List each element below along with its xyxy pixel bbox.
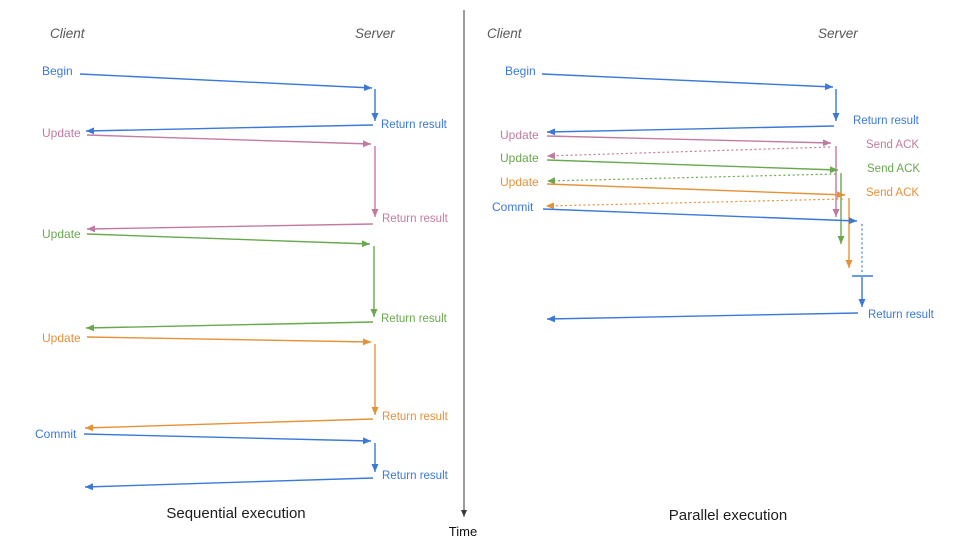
server-header: Server [818, 26, 858, 41]
message-commit: Commit Return result [35, 427, 449, 491]
response-line [85, 124, 374, 135]
request-line [546, 135, 832, 147]
response-line [84, 418, 374, 432]
ack-line [546, 173, 837, 185]
message-update-2: Update Send ACK [500, 151, 920, 244]
response-line [86, 223, 374, 233]
request-label: Begin [42, 64, 73, 78]
response-label: Return result [381, 313, 448, 325]
request-label: Update [42, 331, 81, 345]
response-label: Return result [382, 470, 449, 482]
panel-sequential: Client Server Begin Return result Update… [35, 26, 449, 522]
time-axis-label: Time [449, 524, 477, 539]
message-begin: Begin Return result [505, 64, 920, 136]
ack-label: Send ACK [866, 139, 919, 151]
response-line [85, 321, 374, 332]
response-label: Return result [382, 411, 449, 423]
message-update-3: Update Return result [42, 331, 449, 432]
message-begin: Begin Return result [42, 64, 448, 135]
server-header: Server [355, 26, 395, 41]
request-label: Update [500, 151, 539, 165]
request-line [83, 433, 372, 445]
request-line [541, 73, 834, 91]
request-line [86, 233, 371, 248]
response-label: Return result [853, 115, 920, 127]
message-update-3: Update Send ACK [500, 175, 919, 268]
request-line [86, 336, 372, 346]
message-update-1: Update Send ACK [500, 128, 919, 217]
request-label: Update [42, 227, 81, 241]
response-label: Return result [381, 119, 448, 131]
panel-caption: Sequential execution [166, 505, 305, 522]
request-label: Update [500, 175, 539, 189]
response-line [546, 125, 835, 136]
request-line [546, 159, 839, 174]
panel-parallel: Client Server Begin Return result Update… [487, 26, 935, 524]
ack-line [545, 198, 844, 210]
client-header: Client [487, 26, 523, 41]
message-commit: Commit Return result [492, 200, 935, 323]
response-label: Return result [868, 309, 935, 321]
request-label: Update [42, 126, 81, 140]
response-label: Return result [382, 213, 449, 225]
ack-label: Send ACK [866, 187, 919, 199]
panel-caption: Parallel execution [669, 507, 787, 524]
request-line [546, 183, 846, 199]
response-line [84, 477, 374, 491]
ack-label: Send ACK [867, 163, 920, 175]
message-update-1: Update Return result [42, 126, 449, 233]
request-line [542, 208, 858, 225]
time-axis: Time [449, 10, 477, 539]
request-label: Commit [35, 427, 77, 441]
response-line [546, 312, 859, 323]
request-label: Update [500, 128, 539, 142]
request-line [79, 73, 373, 92]
request-line [86, 134, 372, 148]
request-label: Commit [492, 200, 534, 214]
client-header: Client [50, 26, 86, 41]
request-label: Begin [505, 64, 536, 78]
ack-line [546, 146, 831, 160]
message-update-2: Update Return result [42, 227, 448, 332]
